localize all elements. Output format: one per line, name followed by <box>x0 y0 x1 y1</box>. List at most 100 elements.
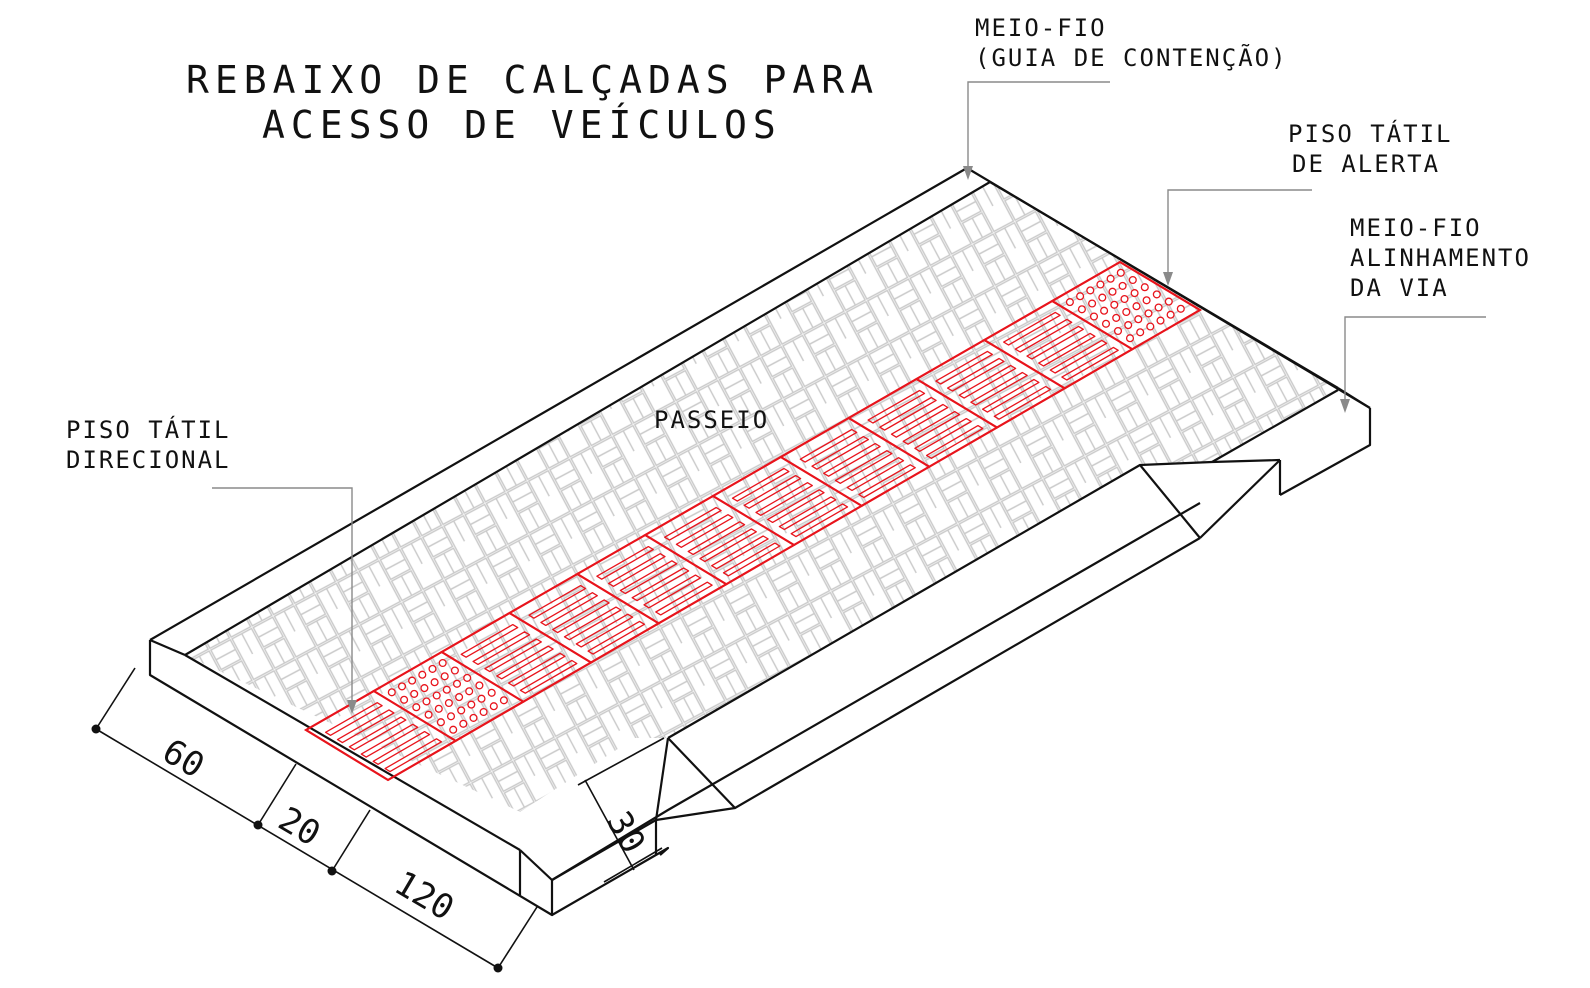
alert-dot <box>1101 319 1111 328</box>
alert-dot <box>1128 275 1137 285</box>
label-piso-tatil-direcional-line2: DIRECIONAL <box>66 446 231 474</box>
leader-meio-fio-alinhamento <box>1340 316 1486 413</box>
directional-bar <box>946 357 1005 392</box>
directional-bar <box>902 410 961 445</box>
directional-bar <box>507 652 566 687</box>
directional-bar <box>360 723 419 758</box>
alert-dot <box>1124 321 1133 330</box>
label-meio-fio-alinhamento-line1: MEIO-FIO <box>1350 214 1482 242</box>
alert-dot <box>1065 298 1074 307</box>
alert-dot <box>408 676 417 685</box>
alert-dot <box>487 688 496 697</box>
leader-meio-fio-contencao <box>963 81 1110 180</box>
leader-arrow-icon <box>347 700 357 714</box>
directional-bar <box>655 581 713 616</box>
alert-dot <box>420 684 429 693</box>
alert-dot <box>449 725 458 734</box>
directional-bar <box>699 528 757 563</box>
alert-dot <box>434 704 443 713</box>
directional-bar <box>472 631 531 666</box>
directional-bar <box>958 364 1017 399</box>
directional-bar <box>811 435 870 470</box>
label-meio-fio-contencao-line1: MEIO-FIO <box>975 14 1107 42</box>
alert-dot <box>1098 293 1107 302</box>
alert-dot <box>1089 312 1099 321</box>
directional-bar <box>711 535 769 570</box>
directional-bar <box>858 464 916 499</box>
alert-dot <box>418 670 427 679</box>
alert-dot <box>410 689 419 698</box>
directional-bar <box>722 542 781 577</box>
alert-dot <box>469 713 478 722</box>
alert-dot <box>1134 315 1143 324</box>
directional-bar <box>540 592 598 627</box>
paving-surface <box>185 182 1338 812</box>
directional-bar <box>743 474 802 509</box>
label-meio-fio-alinhamento-line2: ALINHAMENTO <box>1350 244 1531 272</box>
tactile-paving-strip <box>304 260 1202 782</box>
alert-dot <box>1154 303 1163 312</box>
directional-bar <box>790 503 849 538</box>
alert-dot <box>440 672 449 681</box>
directional-bar <box>348 716 407 751</box>
alert-dot <box>1106 274 1115 283</box>
alert-dot <box>1166 310 1175 319</box>
directional-bar <box>687 521 746 556</box>
leader-arrow-icon <box>1163 272 1173 286</box>
leader-arrow-icon <box>1340 399 1350 413</box>
directional-bar <box>834 450 893 484</box>
alert-dot <box>1088 299 1097 308</box>
driveway-ramp <box>551 459 1281 881</box>
alert-dot <box>477 694 486 703</box>
directional-bar <box>867 389 926 424</box>
leader-piso-tatil-direcional <box>212 487 357 714</box>
directional-bar <box>799 428 858 463</box>
dimension-120: 120 <box>387 863 460 929</box>
directional-bar <box>778 496 837 531</box>
dimension-20: 20 <box>271 799 327 854</box>
alert-dot <box>450 666 459 675</box>
drawing-title-line2: ACESSO DE VEÍCULOS <box>262 103 782 147</box>
directional-bar <box>1003 311 1061 346</box>
label-piso-tatil-alerta-line1: PISO TÁTIL <box>1288 119 1453 148</box>
alert-dot <box>1132 302 1141 311</box>
alert-dot <box>489 702 498 711</box>
alert-dot <box>1108 287 1117 296</box>
alert-dot <box>436 718 445 727</box>
dimension-60: 60 <box>155 731 211 786</box>
alert-dot <box>1125 334 1135 343</box>
dimension-tick-icon <box>493 963 503 973</box>
directional-bar <box>324 702 383 736</box>
alert-dot <box>1096 280 1105 289</box>
alert-dot <box>1156 316 1165 325</box>
directional-bar <box>460 623 519 658</box>
directional-bar <box>1049 339 1108 374</box>
sidewalk-slab-outline <box>148 166 1372 917</box>
alert-dot <box>446 712 456 721</box>
alert-dot <box>397 682 407 691</box>
alert-dot <box>1144 309 1153 318</box>
directional-bar <box>643 574 702 609</box>
alert-dot <box>1116 268 1125 277</box>
alert-dot <box>1076 292 1085 301</box>
directional-bar <box>372 730 431 765</box>
directional-bar <box>664 506 722 541</box>
label-meio-fio-alinhamento-line3: DA VIA <box>1350 274 1449 302</box>
directional-bar <box>675 514 734 548</box>
alert-dot <box>424 710 433 719</box>
directional-bar <box>496 645 554 680</box>
alert-dot <box>1112 313 1121 322</box>
alert-dot <box>1130 289 1139 298</box>
directional-bar <box>935 350 993 385</box>
alert-dot <box>1136 328 1145 337</box>
dimension-30: 30 <box>598 805 653 860</box>
alert-dot <box>438 658 447 668</box>
tactile-directional-tile <box>507 572 661 664</box>
dimension-ramp-width <box>577 737 665 883</box>
directional-bar <box>731 467 790 502</box>
directional-bar <box>587 620 646 655</box>
directional-bar <box>981 378 1040 413</box>
directional-bar <box>519 659 578 694</box>
alert-dot <box>428 664 437 673</box>
alert-dot <box>1140 283 1149 292</box>
